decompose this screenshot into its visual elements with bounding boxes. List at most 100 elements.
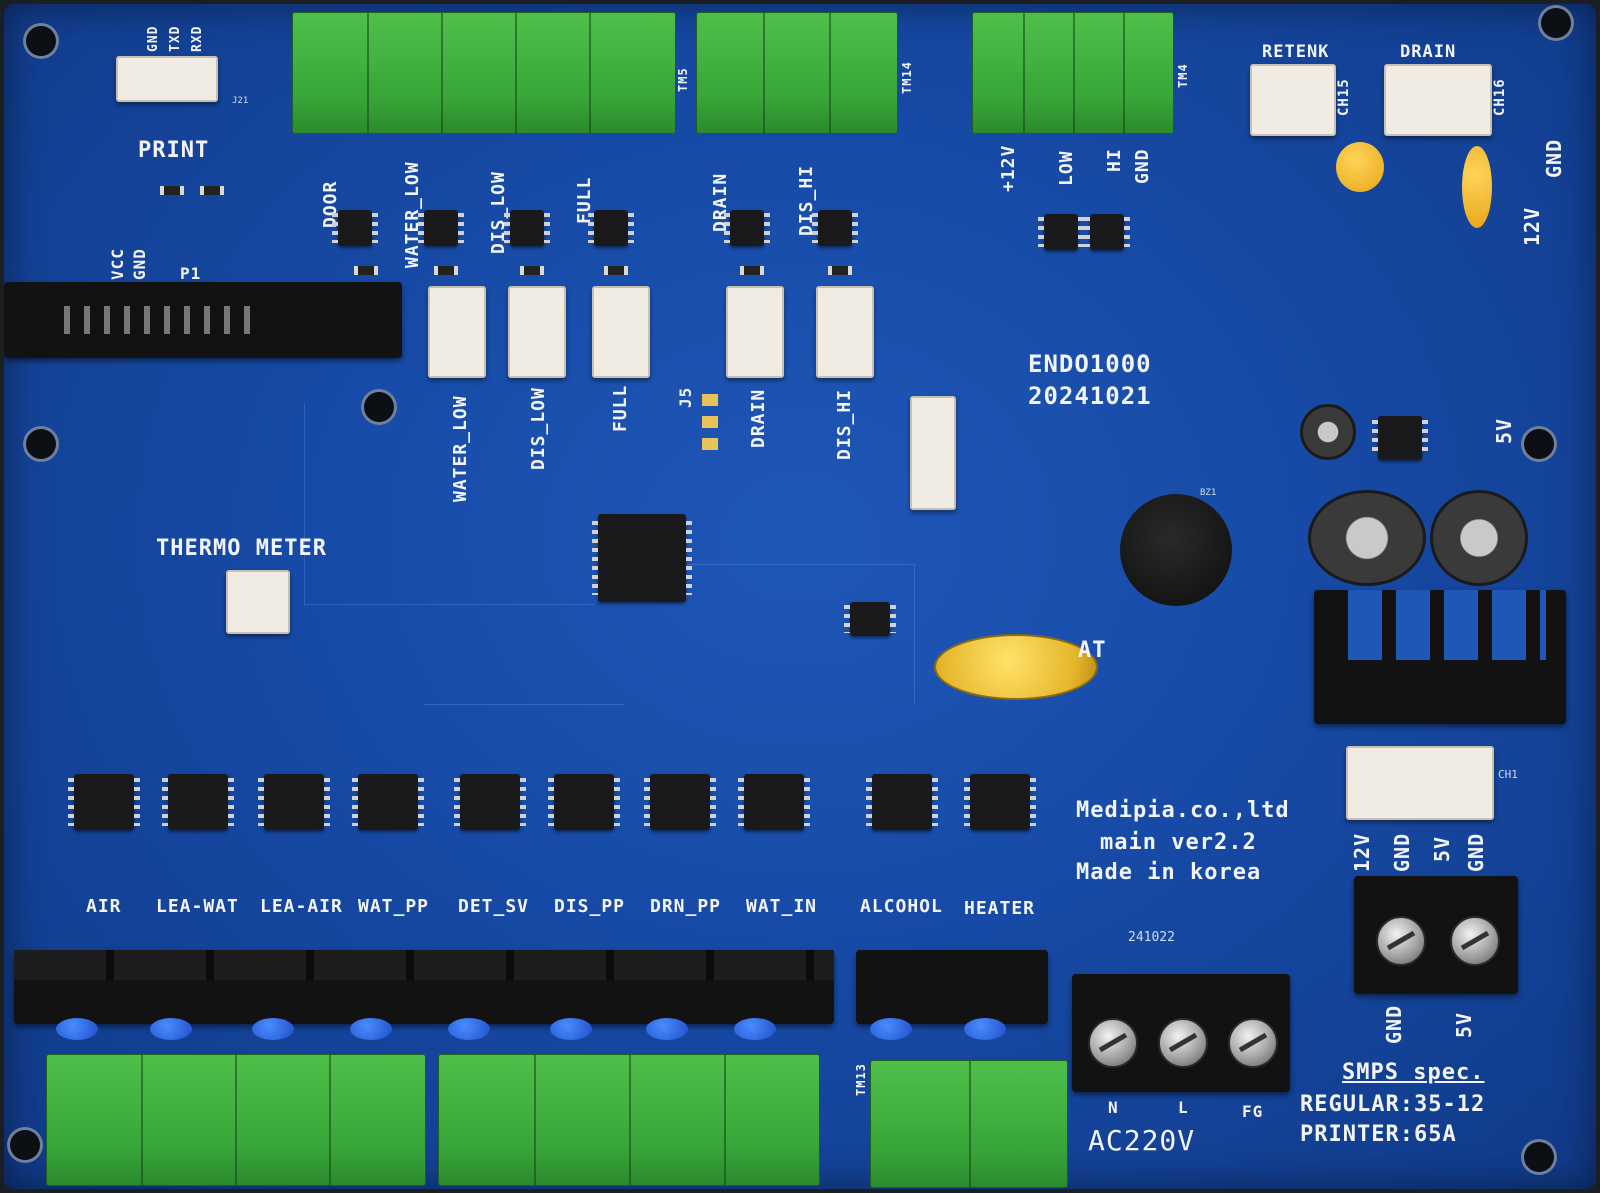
- terminal-screw[interactable]: [1450, 916, 1500, 966]
- label-ac220v: AC220V: [1088, 1124, 1196, 1157]
- label-smps-gnd: GND: [1382, 1004, 1406, 1044]
- connector-drain-ch16[interactable]: [1384, 64, 1492, 136]
- terminal-block-tm13[interactable]: [870, 1060, 1068, 1188]
- label-lea-air: LEA-AIR: [260, 896, 343, 917]
- label-smps-5v: 5V: [1452, 1011, 1476, 1038]
- uart-header-j21[interactable]: [116, 56, 218, 102]
- header-pins: [64, 306, 264, 334]
- optocoupler-chip: [724, 210, 770, 246]
- driver-chip-heater: [964, 774, 1036, 830]
- mounting-hole: [10, 1130, 40, 1160]
- label-conn-full: FULL: [610, 384, 631, 432]
- connector-drain[interactable]: [726, 286, 784, 378]
- label-drain-header: DRAIN: [1400, 42, 1457, 62]
- smd-resistor: [828, 266, 852, 275]
- label-power-12v: 12V: [1350, 832, 1374, 872]
- label-conn-dis-low: DIS_LOW: [528, 387, 549, 470]
- smd-resistor: [354, 266, 378, 275]
- voltage-regulator: [1372, 416, 1428, 460]
- pcb-trace: [424, 624, 624, 705]
- driver-chip-drn-pp: [644, 774, 716, 830]
- connector-j7[interactable]: [910, 396, 956, 510]
- label-tm14: TM14: [900, 61, 914, 94]
- mounting-hole: [364, 392, 394, 422]
- jumper-j5[interactable]: [702, 394, 718, 454]
- label-rail-5v: 5V: [1492, 417, 1516, 444]
- label-battery: AT: [1078, 638, 1107, 663]
- terminal-block-tm14[interactable]: [696, 12, 898, 134]
- cert-code: 241022: [1128, 930, 1175, 945]
- terminal-block-tm4[interactable]: [972, 12, 1174, 134]
- connector-water-low[interactable]: [428, 286, 486, 378]
- terminal-screw[interactable]: [1376, 916, 1426, 966]
- electrolytic-capacitor: [1308, 490, 1426, 586]
- label-ac-l: L: [1178, 1098, 1189, 1117]
- label-thermo-meter: THERMO METER: [156, 536, 327, 561]
- blue-capacitor: [252, 1018, 294, 1040]
- blue-capacitor: [448, 1018, 490, 1040]
- label-ac-fg: FG: [1242, 1102, 1264, 1121]
- label-uart-gnd: GND: [146, 25, 161, 52]
- label-heater: HEATER: [964, 898, 1036, 919]
- optocoupler-chip: [1038, 214, 1084, 250]
- made-in-korea: Made in korea: [1076, 860, 1262, 885]
- optocoupler-chip: [418, 210, 464, 246]
- connector-thermo-meter[interactable]: [226, 570, 290, 634]
- pcb-trace: [304, 404, 595, 605]
- label-power-5v: 5V: [1430, 835, 1454, 862]
- terminal-screw[interactable]: [1228, 1018, 1278, 1068]
- connector-dis-hi[interactable]: [816, 286, 874, 378]
- company-name: Medipia.co.,ltd: [1076, 798, 1290, 823]
- mounting-hole: [26, 26, 56, 56]
- label-low: LOW: [1056, 150, 1077, 186]
- optocoupler-chip: [332, 210, 378, 246]
- label-print: PRINT: [138, 138, 210, 163]
- eeprom-chip: [844, 602, 896, 636]
- smps-spec-title: SMPS spec.: [1342, 1060, 1485, 1085]
- connector-ch1[interactable]: [1346, 746, 1494, 820]
- coin-cell-battery: [934, 634, 1098, 700]
- terminal-screw[interactable]: [1088, 1018, 1138, 1068]
- driver-chip-lea-wat: [162, 774, 234, 830]
- board-model: ENDO1000: [1028, 350, 1152, 378]
- terminal-screw[interactable]: [1158, 1018, 1208, 1068]
- mcu-chip: [592, 514, 692, 602]
- label-alcohol: ALCOHOL: [860, 896, 943, 917]
- driver-chip-air: [68, 774, 140, 830]
- label-power-gnd: GND: [1390, 832, 1414, 872]
- smd-resistor: [740, 266, 764, 275]
- connector-full[interactable]: [592, 286, 650, 378]
- terminal-block-tm5[interactable]: [292, 12, 676, 134]
- ac-terminal-block[interactable]: [1072, 974, 1290, 1092]
- blue-capacitor: [550, 1018, 592, 1040]
- blue-capacitor: [350, 1018, 392, 1040]
- driver-chip-alcohol: [866, 774, 938, 830]
- terminal-block-bottom-left[interactable]: [46, 1054, 426, 1186]
- terminal-block-bottom-mid[interactable]: [438, 1054, 820, 1186]
- pcb-trace: [684, 564, 915, 705]
- label-bz1: BZ1: [1200, 488, 1217, 498]
- label-rail-gnd: GND: [1542, 138, 1566, 178]
- label-tm4: TM4: [1176, 63, 1190, 88]
- ribbon-header-p1[interactable]: [4, 282, 402, 358]
- heatsink: [1314, 590, 1566, 724]
- pcb-board: TM5 TM14 TM4 GND TXD RXD J21 PRINT P1 VC…: [4, 4, 1596, 1189]
- blue-capacitor: [964, 1018, 1006, 1040]
- label-wat-in: WAT_IN: [746, 896, 818, 917]
- smps-terminal-block[interactable]: [1354, 876, 1518, 994]
- label-vcc: VCC: [108, 248, 127, 280]
- label-j21: J21: [232, 96, 249, 106]
- label-uart-txd: TXD: [168, 25, 183, 52]
- blue-capacitor: [734, 1018, 776, 1040]
- label-uart-rxd: RXD: [190, 25, 205, 52]
- label-rail-12v: 12V: [1520, 206, 1544, 246]
- connector-dis-low[interactable]: [508, 286, 566, 378]
- label-power-gnd-2: GND: [1464, 832, 1488, 872]
- smd-resistor: [434, 266, 458, 275]
- mounting-hole: [26, 429, 56, 459]
- connector-retenk-ch15[interactable]: [1250, 64, 1336, 136]
- label-det-sv: DET_SV: [458, 896, 530, 917]
- label-level-gnd: GND: [1132, 148, 1153, 184]
- mounting-hole: [1524, 429, 1554, 459]
- label-dis-pp: DIS_PP: [554, 896, 626, 917]
